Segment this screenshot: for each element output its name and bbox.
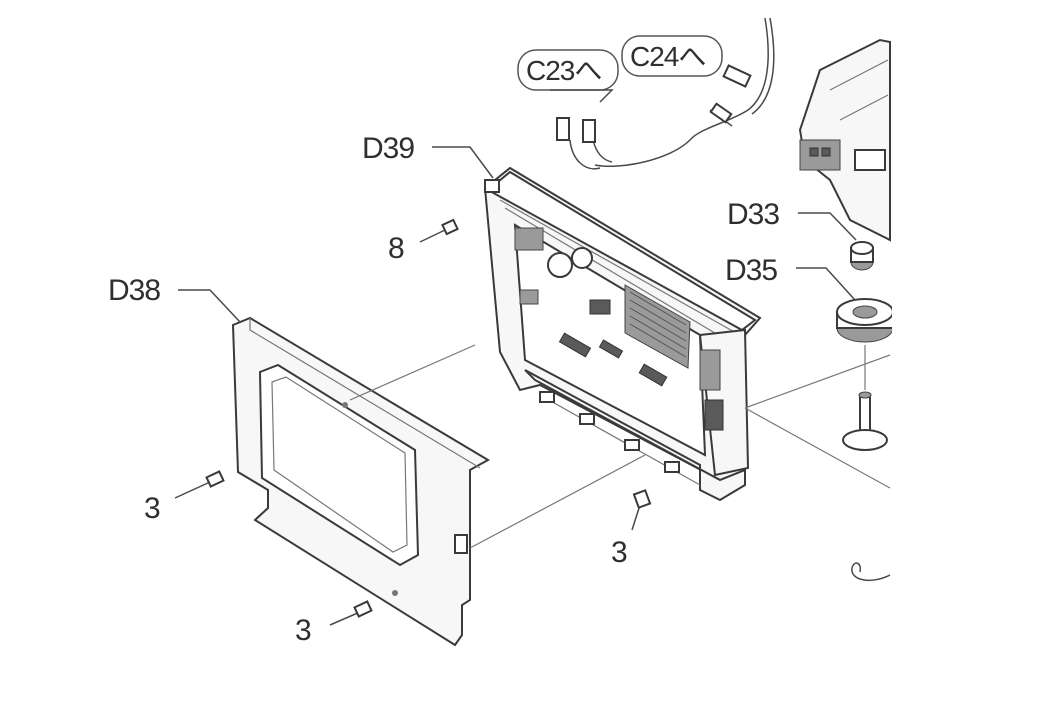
pcb-assembly-d39	[483, 166, 762, 502]
callout-d35: D35	[725, 254, 777, 287]
connector-label-c23: C23へ	[526, 55, 601, 86]
callout-d38: D38	[108, 274, 160, 307]
screw-3-left	[174, 470, 225, 499]
screw-3-right	[631, 489, 652, 531]
callout-screw-3-right: 3	[611, 536, 627, 569]
nut-d33	[850, 241, 874, 271]
adjuster-bolt	[842, 391, 888, 451]
callout-d39: D39	[362, 132, 414, 165]
connector-bubble-c24: C24へ	[621, 35, 723, 77]
callout-screw-3-bottom: 3	[295, 614, 311, 647]
callout-screw-8: 8	[388, 232, 404, 265]
callout-screw-3-left: 3	[144, 492, 160, 525]
wire-end	[851, 562, 891, 582]
gear-d35	[836, 298, 894, 343]
connector-bubble-c23: C23へ	[517, 49, 619, 103]
connector-label-c24: C24へ	[630, 41, 705, 72]
leader-lines	[178, 146, 857, 323]
callout-d33: D33	[727, 198, 779, 231]
crop-margin	[892, 0, 1040, 720]
screw-3-bottom	[329, 600, 373, 626]
screw-8	[419, 218, 459, 243]
assembly-lines	[349, 344, 891, 549]
drive-mechanism-partial	[798, 38, 891, 242]
cover-plate-d38	[231, 316, 491, 647]
wire-harness	[556, 17, 775, 170]
